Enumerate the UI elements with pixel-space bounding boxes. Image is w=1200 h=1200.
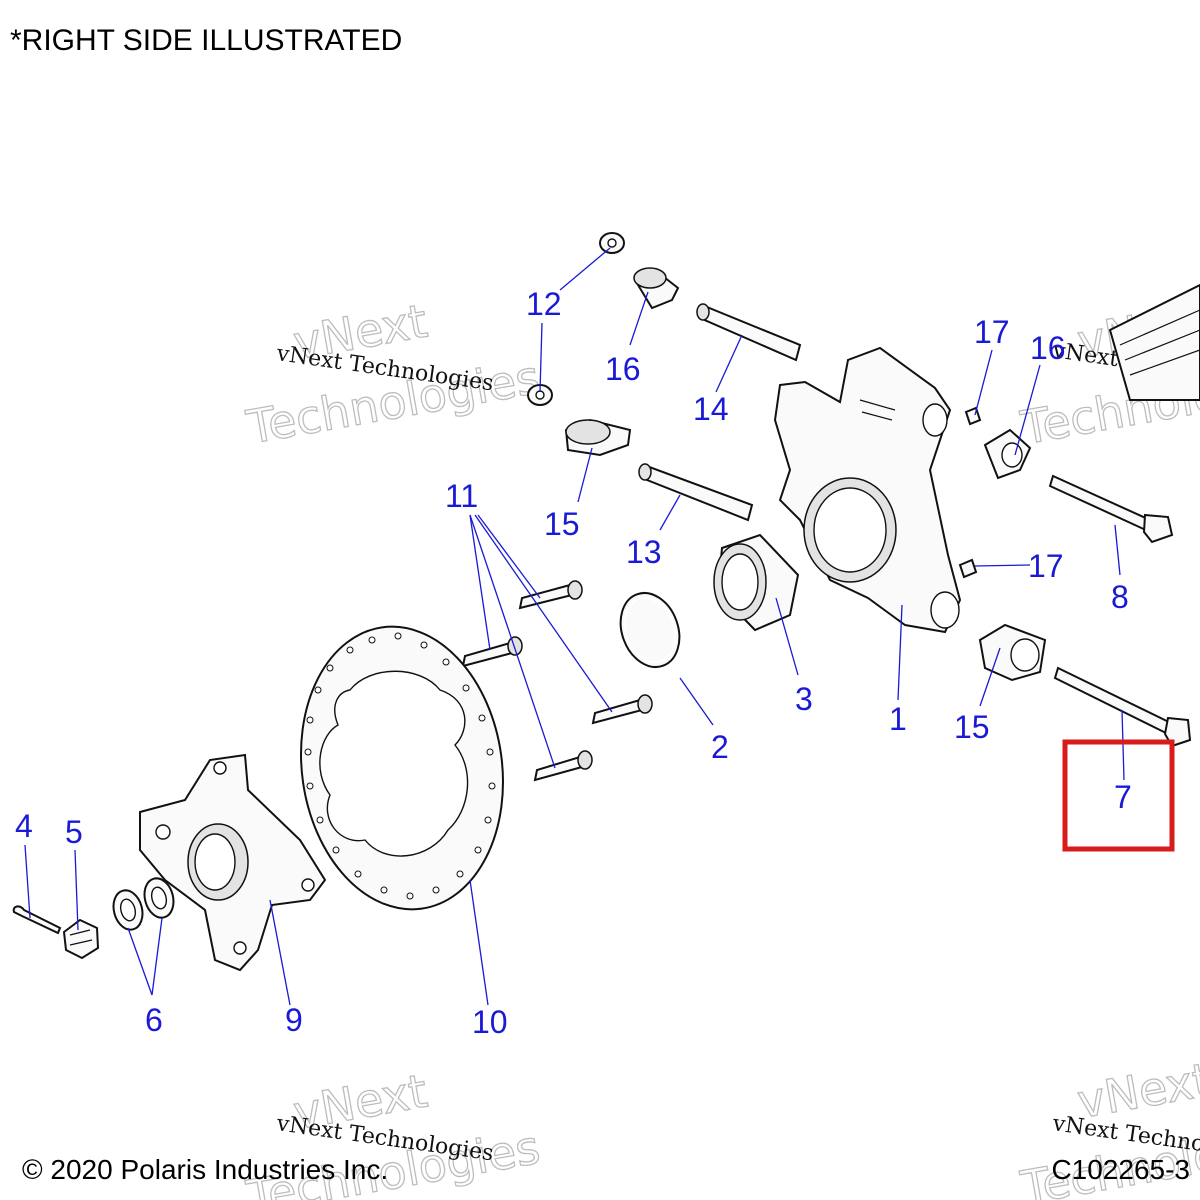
part-10-brake-disc (300, 625, 504, 911)
drawing-number: C102265-3 (1051, 1154, 1190, 1185)
part-1-knuckle (773, 346, 962, 634)
callout-16: 16 (1030, 330, 1066, 366)
part-11-stud-c (591, 694, 653, 725)
part-4-cotter-pin (12, 905, 62, 935)
part-12-grease-fitting-upper (599, 232, 625, 254)
leader-lines (24, 247, 1125, 1006)
callout-7: 7 (1114, 779, 1132, 815)
part-2-snap-ring (619, 592, 681, 668)
callout-17: 17 (974, 314, 1010, 350)
part-16-bushing-upper (633, 267, 680, 310)
callout-9: 9 (285, 1002, 303, 1038)
callout-17: 17 (1028, 548, 1064, 584)
callout-12: 12 (526, 286, 562, 322)
callout-labels: 12 16 14 11 15 13 17 16 17 8 3 1 15 2 7 … (15, 286, 1132, 1040)
part-5-castle-nut (62, 918, 100, 960)
part-7-bolt (1053, 666, 1192, 748)
part-3-bearing (713, 533, 800, 632)
callout-8: 8 (1111, 579, 1129, 615)
callout-10: 10 (472, 1004, 508, 1040)
part-15-bushing-lower (978, 623, 1047, 682)
part-17-zerk-upper (964, 406, 982, 426)
highlight-box-callout-7 (1062, 739, 1175, 852)
callout-13: 13 (626, 534, 662, 570)
part-14-pin (696, 303, 802, 362)
part-11-stud-d (533, 750, 593, 782)
callout-5: 5 (65, 814, 83, 850)
callout-4: 4 (15, 808, 33, 844)
part-11-stud-a (518, 580, 583, 610)
part-17-zerk-lower (958, 558, 978, 579)
callout-1: 1 (889, 701, 907, 737)
callout-15: 15 (954, 709, 990, 745)
callout-3: 3 (795, 681, 813, 717)
callout-16: 16 (605, 351, 641, 387)
part-11-stud-b (461, 636, 523, 668)
part-13-pin (638, 463, 754, 522)
copyright-notice: © 2020 Polaris Industries Inc. (22, 1154, 389, 1185)
part-15-bushing-upper (564, 418, 632, 457)
part-9-hub (139, 753, 327, 972)
drive-shaft-stub (1108, 283, 1200, 401)
part-6-washer-a (112, 889, 144, 931)
callout-15: 15 (544, 506, 580, 542)
callout-11: 11 (445, 478, 478, 514)
callout-6: 6 (145, 1002, 163, 1038)
part-6-washer-b (143, 877, 175, 919)
callout-2: 2 (711, 729, 729, 765)
callout-14: 14 (693, 391, 729, 427)
part-8-bolt (1048, 474, 1174, 544)
right-side-note: *RIGHT SIDE ILLUSTRATED (10, 24, 403, 57)
